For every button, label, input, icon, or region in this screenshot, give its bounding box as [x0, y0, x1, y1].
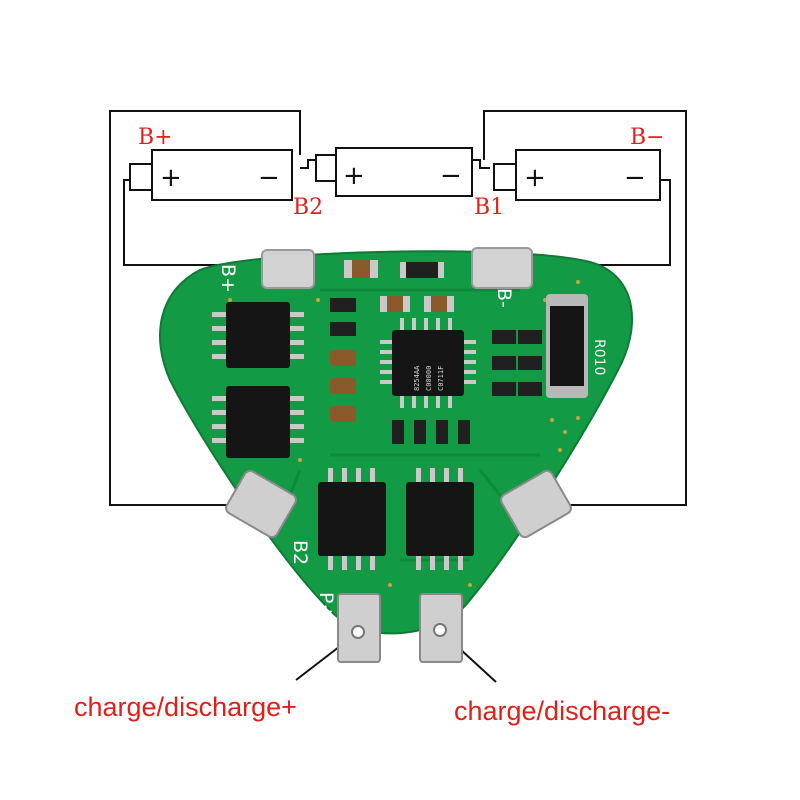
- pad-b1: [500, 469, 572, 539]
- mosfet-bottom-left: [318, 468, 386, 570]
- wire-b-plus-loop: [109, 110, 301, 506]
- cell-3: + −: [493, 149, 661, 201]
- ic-marking-line-3: C0711F: [437, 366, 445, 391]
- wire-b1-loop-top: [483, 110, 687, 506]
- smd-passives: [330, 260, 542, 444]
- pad-p-minus: [419, 593, 463, 663]
- label-b-plus: B+: [138, 125, 173, 150]
- cell-2-minus: −: [440, 161, 462, 191]
- wire-b2-junction: [300, 159, 318, 169]
- silk-p-plus: P+: [315, 592, 337, 619]
- resistor-marking: R010: [591, 339, 607, 375]
- cell-3-minus: −: [624, 163, 646, 193]
- mosfet-bottom-right: [406, 468, 474, 570]
- label-b2: B2: [293, 195, 323, 220]
- label-b1: B1: [474, 195, 504, 220]
- mosfet-left-bottom: [212, 386, 304, 458]
- cell-2-plus: +: [343, 161, 365, 191]
- cell-1-minus: −: [258, 163, 280, 193]
- silk-p-minus: P-: [483, 592, 505, 610]
- pad-p-plus: [337, 593, 381, 663]
- sense-resistor: R010: [546, 294, 607, 398]
- cell-3-plus: +: [524, 163, 546, 193]
- caption-charge-plus: charge/discharge+: [74, 692, 297, 722]
- cell-2: + −: [315, 147, 473, 197]
- cell-1-plus: +: [160, 163, 182, 193]
- pcb-board: 8254AA C00000 C0711F R010: [159, 247, 634, 663]
- mosfet-left-top: [212, 302, 304, 368]
- ic-marking-line-1: 8254AA: [413, 365, 421, 391]
- pad-b-plus: [261, 249, 315, 289]
- pad-b2: [225, 469, 297, 539]
- silk-b2: B2: [289, 540, 311, 565]
- controller-ic: 8254AA C00000 C0711F: [380, 318, 476, 408]
- silk-b-plus: B+: [217, 264, 239, 293]
- wire-b1-junction: [472, 159, 490, 169]
- pad-b-minus: [471, 247, 533, 289]
- caption-charge-minus: charge/discharge-: [454, 696, 670, 726]
- silk-b-minus: B-: [493, 288, 515, 308]
- label-b-minus: B−: [630, 125, 665, 150]
- silk-b1: B1: [521, 536, 543, 561]
- cell-1: + −: [129, 149, 293, 201]
- ic-marking-line-2: C00000: [425, 366, 433, 391]
